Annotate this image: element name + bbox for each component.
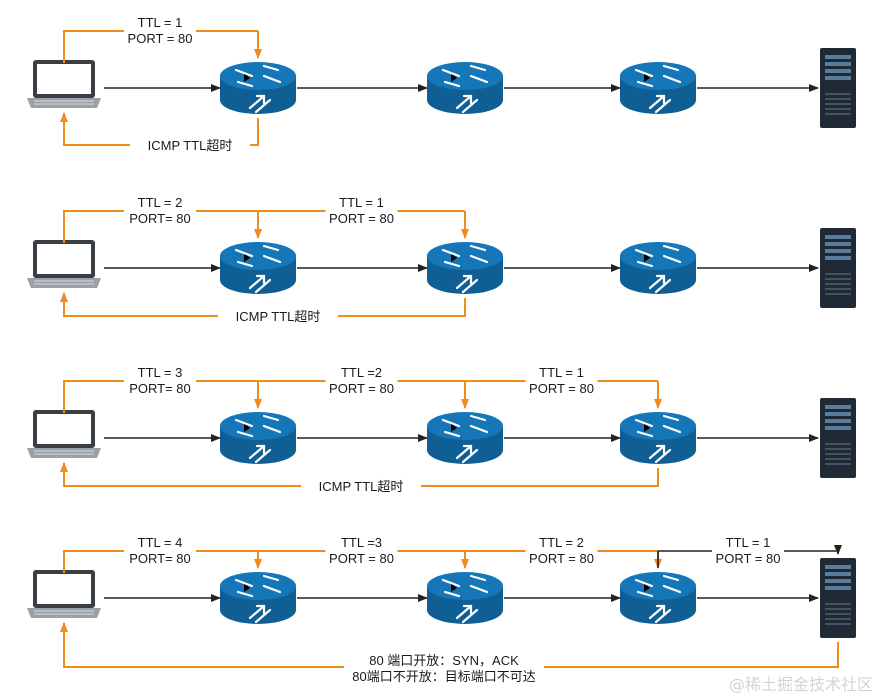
server-icon xyxy=(820,228,856,308)
laptop-icon xyxy=(27,570,101,618)
server-icon xyxy=(820,398,856,478)
router-icon xyxy=(427,412,503,464)
router-icon xyxy=(620,572,696,624)
ttl-probe-line xyxy=(63,550,658,573)
router-icon xyxy=(427,62,503,114)
server-icon xyxy=(820,48,856,128)
reply-label: ICMP TTL超时 xyxy=(319,479,404,494)
router-icon xyxy=(220,572,296,624)
reply-label: ICMP TTL超时 xyxy=(148,138,233,153)
laptop-icon xyxy=(27,410,101,458)
router-icon xyxy=(220,62,296,114)
router-icon xyxy=(427,242,503,294)
laptop-icon xyxy=(27,60,101,108)
router-icon xyxy=(620,62,696,114)
reply-label: ICMP TTL超时 xyxy=(236,309,321,324)
router-icon xyxy=(220,412,296,464)
router-icon xyxy=(220,242,296,294)
router-icon xyxy=(620,412,696,464)
ttl-probe-line xyxy=(63,380,658,413)
router-icon xyxy=(427,572,503,624)
router-icon xyxy=(620,242,696,294)
server-icon xyxy=(820,558,856,638)
watermark: @稀土掘金技术社区 xyxy=(728,675,873,694)
laptop-icon xyxy=(27,240,101,288)
